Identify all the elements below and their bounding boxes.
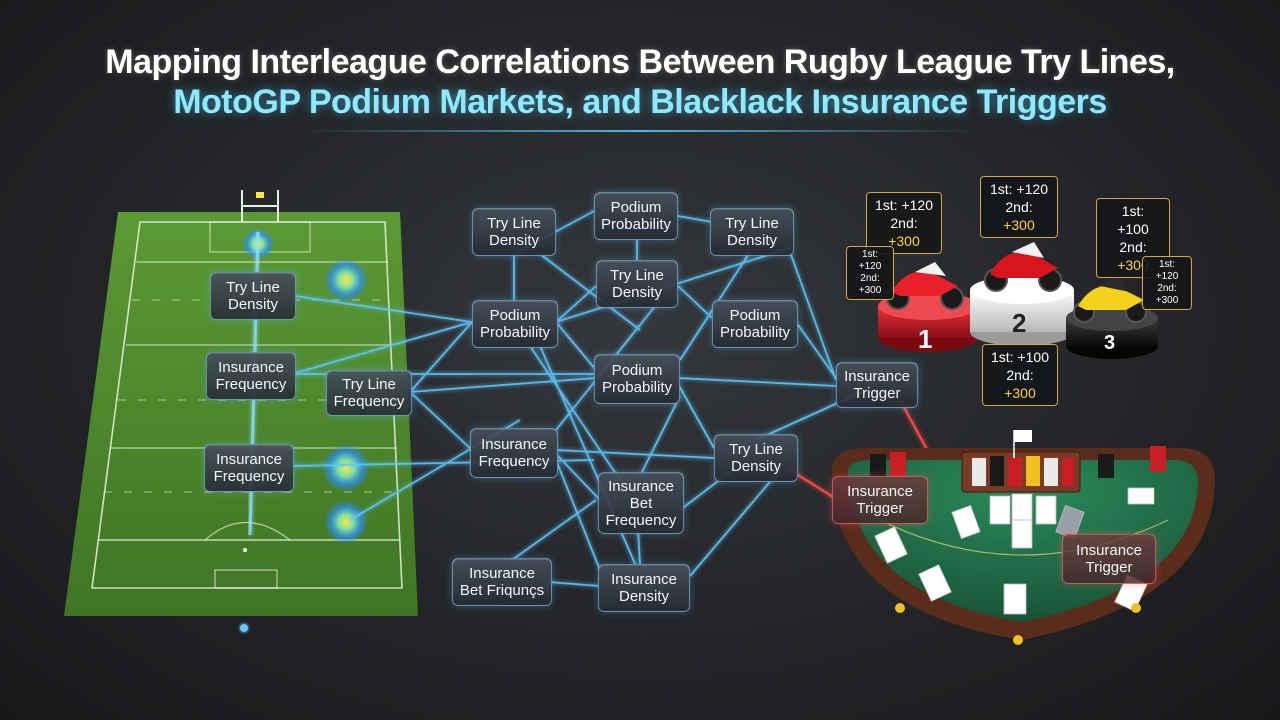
node-try-line-density[interactable]: Try Line Density — [472, 208, 556, 256]
odds-callout: 1st: +120 2nd: +300 — [980, 176, 1058, 238]
title-line-1: Mapping Interleague Correlations Between… — [105, 43, 1175, 81]
node-try-line-frequency[interactable]: Try Line Frequency — [326, 370, 412, 416]
odds-callout: 1st: +100 2nd: +300 — [982, 344, 1058, 406]
title-line-2: MotoGP Podium Markets, and Blacklack Ins… — [173, 83, 1107, 121]
heat-spot — [324, 258, 368, 302]
odds-callout: 1st: +120 2nd: +300 — [866, 192, 942, 254]
node-insurance-density[interactable]: Insurance Density — [598, 564, 690, 612]
field-node-try-line-density[interactable]: Try Line Density — [210, 272, 296, 320]
table-node-insurance-trigger[interactable]: Insurance Trigger — [1062, 534, 1156, 584]
table-node-insurance-trigger[interactable]: Insurance Trigger — [832, 476, 928, 524]
node-podium-probability[interactable]: Podium Probability — [594, 192, 678, 240]
odds-first: 1st: +120 — [858, 249, 882, 272]
odds-second-value: +300 — [1004, 385, 1036, 401]
flag-icon — [256, 192, 264, 198]
rugby-pitch — [64, 190, 418, 632]
heat-spot — [324, 500, 368, 544]
node-podium-probability[interactable]: Podium Probability — [472, 300, 558, 348]
odds-second: 2nd: +300 — [1155, 283, 1179, 306]
odds-second-label: 2nd: — [1005, 199, 1033, 215]
odds-first: 1st: +120 — [1155, 259, 1179, 282]
odds-second-value: +300 — [1117, 257, 1149, 273]
node-insurance-bet-frequency[interactable]: Insurance Bet Frequency — [598, 472, 684, 534]
node-podium-probability[interactable]: Podium Probability — [712, 300, 798, 348]
odds-second-label: 2nd: — [1119, 239, 1147, 255]
motorbike-icon — [984, 242, 1062, 292]
chip-stacks — [870, 446, 1166, 486]
odds-second: 2nd: +300 — [858, 273, 882, 296]
odds-second-label: 2nd: — [890, 215, 918, 231]
node-insurance-bet-frequency[interactable]: Insurance Bet Friqunçs — [452, 558, 552, 606]
node-insurance-trigger[interactable]: Insurance Trigger — [836, 362, 918, 408]
odds-first: 1st: +100 — [991, 349, 1049, 365]
odds-second-label: 2nd: — [1006, 367, 1034, 383]
odds-second-value: +300 — [1003, 217, 1035, 233]
field-node-insurance-frequency[interactable]: Insurance Frequency — [206, 352, 296, 400]
podium-place-1: 1 — [918, 324, 933, 354]
motogp-podium — [878, 242, 1158, 359]
field-node-insurance-frequency[interactable]: Insurance Frequency — [204, 444, 294, 492]
playing-cards — [874, 487, 1155, 615]
motorbike-icon — [1073, 276, 1147, 323]
odds-callout-small: 1st: +120 2nd: +300 — [846, 246, 894, 300]
odds-first: 1st: +100 — [1117, 203, 1149, 237]
dealer-flag-icon — [1014, 430, 1032, 442]
podium-place-3: 3 — [1104, 332, 1116, 354]
blackjack-table — [831, 430, 1215, 645]
odds-first: 1st: +120 — [875, 197, 933, 213]
node-insurance-frequency[interactable]: Insurance Frequency — [470, 428, 558, 478]
odds-first: 1st: +120 — [990, 181, 1048, 197]
node-try-line-density[interactable]: Try Line Density — [596, 260, 678, 308]
heat-spot — [322, 444, 370, 492]
title-underline — [300, 130, 980, 132]
node-podium-probability[interactable]: Podium Probability — [594, 354, 680, 404]
motorbike-icon — [886, 262, 964, 310]
odds-second-value: +300 — [888, 233, 920, 249]
node-try-line-density[interactable]: Try Line Density — [714, 434, 798, 482]
node-try-line-density[interactable]: Try Line Density — [710, 208, 794, 256]
odds-callout-small: 1st: +120 2nd: +300 — [1142, 256, 1192, 310]
podium-place-2: 2 — [1012, 308, 1027, 338]
